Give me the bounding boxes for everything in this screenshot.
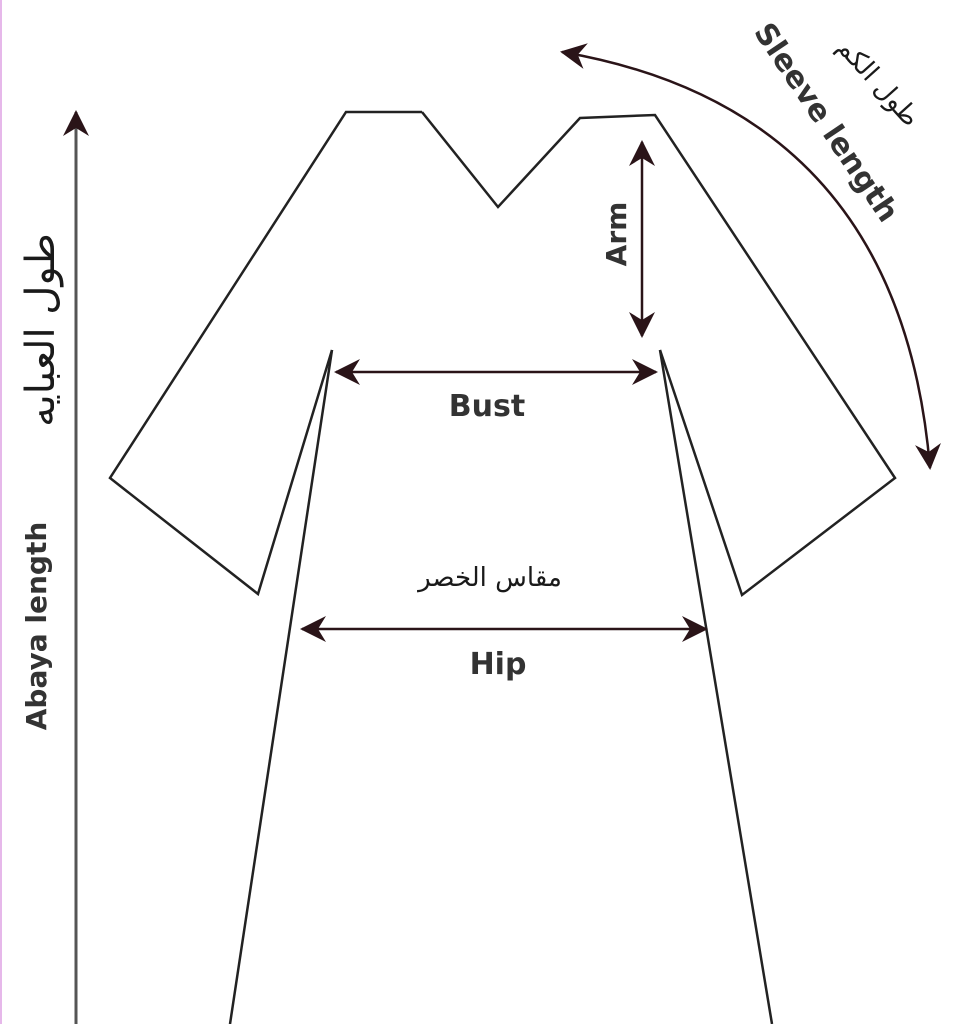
sleeve-length-arrow bbox=[560, 43, 941, 470]
hip-ar-label: مقاس الخصر bbox=[416, 563, 562, 593]
arm-label: Arm bbox=[600, 202, 633, 267]
abaya-skirt-left bbox=[228, 349, 334, 1024]
hip-label: Hip bbox=[470, 647, 527, 682]
abaya-length-en-label: Abaya length bbox=[20, 522, 53, 731]
abaya-length-ar-label: طول العبايه bbox=[18, 233, 64, 427]
sleeve-length-en-label: Sleeve length bbox=[746, 17, 905, 229]
bust-label: Bust bbox=[449, 389, 525, 424]
abaya-skirt-right bbox=[658, 349, 774, 1024]
abaya-upper-outline bbox=[108, 110, 897, 598]
